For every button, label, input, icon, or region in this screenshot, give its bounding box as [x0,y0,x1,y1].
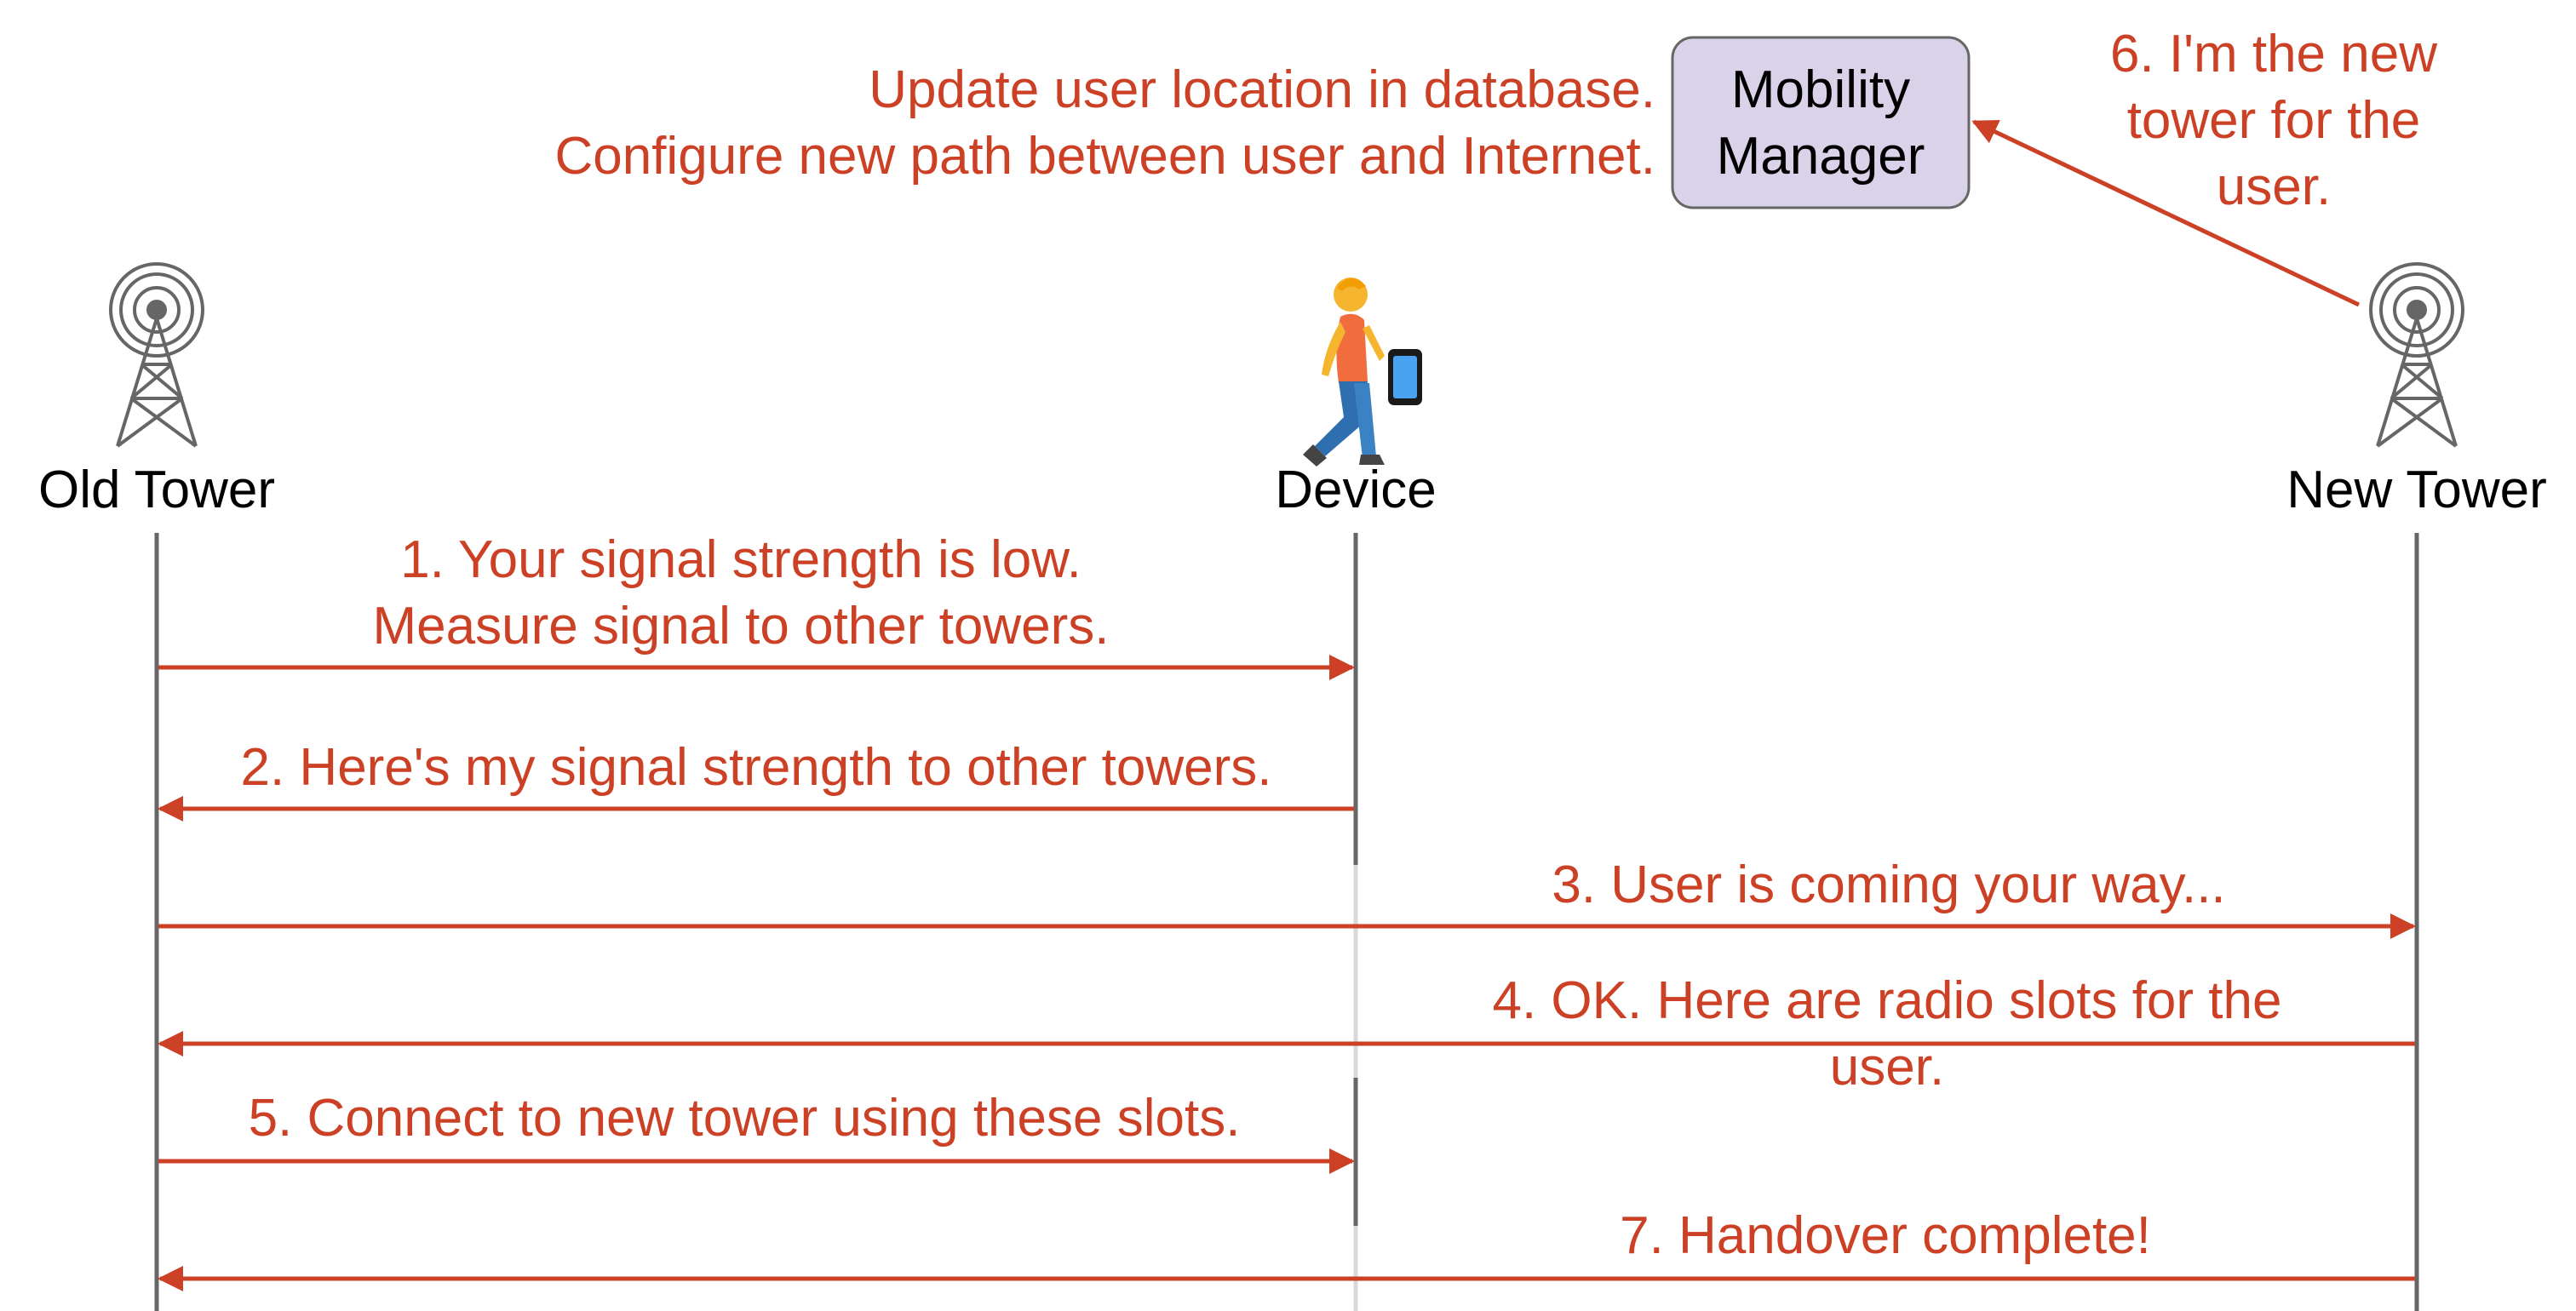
message-4-label-line2: user. [1830,1038,1944,1096]
message-6-label-line2: tower for the [2127,91,2421,150]
message-6-label-line1: 6. I'm the new [2110,25,2437,83]
mobility-manager-note: Update user location in database. Config… [554,60,1655,186]
new-tower-label: New Tower [2286,461,2547,519]
message-1-label-line1: 1. Your signal strength is low. [400,530,1081,589]
person-walking-with-phone-icon [1303,278,1422,467]
message-7-label: 7. Handover complete! [1620,1206,2151,1265]
message-4-label-line1: 4. OK. Here are radio slots for the [1493,971,2282,1030]
new-tower-icon [2369,262,2464,448]
mobility-manager-note-line1: Update user location in database. [869,60,1655,119]
mobility-manager-note-line2: Configure new path between user and Inte… [554,127,1655,186]
message-6-label: 6. I'm the new tower for the user. [2110,25,2437,216]
message-3-label: 3. User is coming your way... [1552,856,2225,914]
message-2-label: 2. Here's my signal strength to other to… [240,738,1271,797]
device-label: Device [1275,461,1437,519]
mobility-manager-box: Mobility Manager [1671,36,1971,209]
message-6-arrow [1971,119,2361,307]
old-tower-label: Old Tower [38,461,275,519]
message-6-label-line3: user. [2217,157,2331,216]
old-tower-icon [109,262,204,448]
message-5-label: 5. Connect to new tower using these slot… [249,1089,1241,1148]
mobility-manager-label-line1: Mobility [1731,60,1910,119]
mobility-manager-label-line2: Manager [1717,127,1925,186]
message-1-label-line2: Measure signal to other towers. [373,597,1110,656]
